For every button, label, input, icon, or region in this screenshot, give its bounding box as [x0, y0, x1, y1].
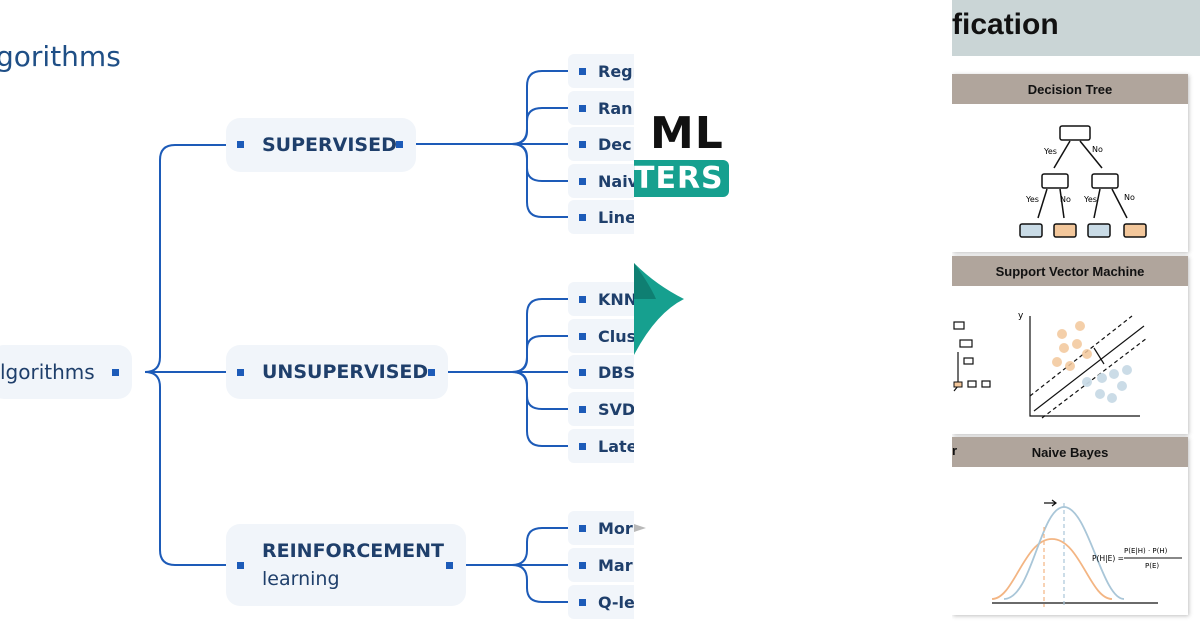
leaf-label: Mor [598, 518, 633, 538]
small-arrow-icon [634, 524, 646, 532]
formula-denominator: P(E) [1145, 562, 1159, 570]
formula-numerator: P(E|H) · P(H) [1124, 547, 1168, 555]
leaf-node[interactable]: Naiv [568, 164, 634, 198]
leaf-dot [579, 68, 586, 75]
leaf-node[interactable]: SVD [568, 392, 634, 426]
leaf-node[interactable]: KNN [568, 282, 634, 316]
leaf-dot [579, 296, 586, 303]
svm-axis-label: y [1018, 311, 1024, 321]
decision-tree-illustration: Yes No Yes No Yes No [1019, 125, 1147, 238]
root-node-label: lgorithms [0, 360, 95, 384]
leaf-dot [579, 141, 586, 148]
logo-badge: TERS [634, 160, 729, 197]
leaf-node[interactable]: Q-le [568, 585, 634, 619]
tree-edge-label: Yes [1043, 147, 1057, 156]
branch-dot [396, 141, 403, 148]
leaf-dot [579, 105, 586, 112]
partial-card-label: r [952, 443, 958, 458]
leaf-label: Dec [598, 134, 632, 154]
leaf-label: DBS [598, 362, 634, 382]
branch-dot [237, 141, 244, 148]
branch-label-line1: REINFORCEMENT [262, 540, 445, 562]
branch-label: UNSUPERVISED [262, 361, 429, 383]
root-node[interactable]: lgorithms [0, 345, 132, 399]
leaf-dot [579, 599, 586, 606]
formula-left: P(H|E) = [1092, 554, 1124, 563]
leaf-dot [579, 333, 586, 340]
leaf-label: Q-le [598, 592, 634, 612]
connector-root-reinforcement [144, 371, 240, 566]
leaf-label: Clus [598, 326, 634, 346]
leaf-dot [579, 443, 586, 450]
leaf-label: SVD [598, 399, 634, 419]
logo-arrow-icon [634, 263, 684, 355]
tree-edge-label: No [1092, 145, 1103, 154]
card-title: Naive Bayes [952, 437, 1188, 467]
svm-illustration: y [953, 311, 1148, 419]
tree-edge-label: No [1060, 195, 1071, 204]
leaf-node[interactable]: DBS [568, 355, 634, 389]
mind-map-title: gorithms [0, 40, 121, 73]
leaf-node[interactable]: Regr [568, 54, 634, 88]
naive-bayes-illustration: P(H|E) = P(E|H) · P(H) P(E) [991, 499, 1182, 607]
leaf-label: KNN [598, 289, 634, 309]
brand-logo: ML TERS [634, 0, 952, 630]
leaf-dot [579, 562, 586, 569]
connector-root-supervised [144, 144, 240, 373]
branch-label-line2: learning [262, 568, 340, 590]
branch-node-reinforcement[interactable]: REINFORCEMENT learning [226, 524, 466, 606]
root-connector-dot [112, 369, 119, 376]
panel-header [952, 0, 1200, 56]
card-title: Support Vector Machine [952, 256, 1188, 286]
leaf-label: Naiv [598, 171, 634, 191]
leaf-node[interactable]: Mor [568, 511, 634, 545]
leaf-node[interactable]: Dec [568, 127, 634, 161]
branch-dot [446, 562, 453, 569]
logo-text-badge: TERS [634, 161, 724, 196]
classification-panel: fication Decision Tree Yes No Yes No Yes… [952, 0, 1200, 630]
leaf-label: Ran [598, 98, 633, 118]
leaf-label: Mar [598, 555, 633, 575]
leaf-node[interactable]: Line [568, 200, 634, 234]
leaf-label: Late [598, 436, 634, 456]
mind-map-connectors [144, 70, 575, 603]
logo-text-ml: ML [650, 108, 724, 159]
leaf-dot [579, 406, 586, 413]
branch-dot [237, 369, 244, 376]
tree-edge-label: Yes [1083, 195, 1097, 204]
leaf-dot [579, 525, 586, 532]
branch-dot [428, 369, 435, 376]
branch-node-supervised[interactable]: SUPERVISED [226, 118, 416, 172]
card-naive-bayes[interactable]: Naive Bayes r P(H|E) = P(E|H) · P(H) P(E… [952, 437, 1188, 615]
leaf-dot [579, 214, 586, 221]
leaf-node[interactable]: Mar [568, 548, 634, 582]
mind-map: gorithms lg [0, 40, 634, 619]
panel-title: fication [952, 8, 1059, 41]
leaf-node[interactable]: Late [568, 429, 634, 463]
card-title: Decision Tree [952, 74, 1188, 104]
tree-edge-label: No [1124, 193, 1135, 202]
leaf-node[interactable]: Clus [568, 319, 634, 353]
leaf-node[interactable]: Ran [568, 91, 634, 125]
leaf-label: Regr [598, 61, 634, 81]
leaf-dot [579, 369, 586, 376]
branch-dot [237, 562, 244, 569]
leaf-dot [579, 178, 586, 185]
card-support-vector-machine[interactable]: Support Vector Machine y [952, 256, 1188, 434]
branch-node-unsupervised[interactable]: UNSUPERVISED [226, 345, 448, 399]
leaf-label: Line [598, 207, 634, 227]
tree-edge-label: Yes [1025, 195, 1039, 204]
card-decision-tree[interactable]: Decision Tree Yes No Yes No Yes No [952, 74, 1188, 252]
branch-label: SUPERVISED [262, 134, 397, 156]
